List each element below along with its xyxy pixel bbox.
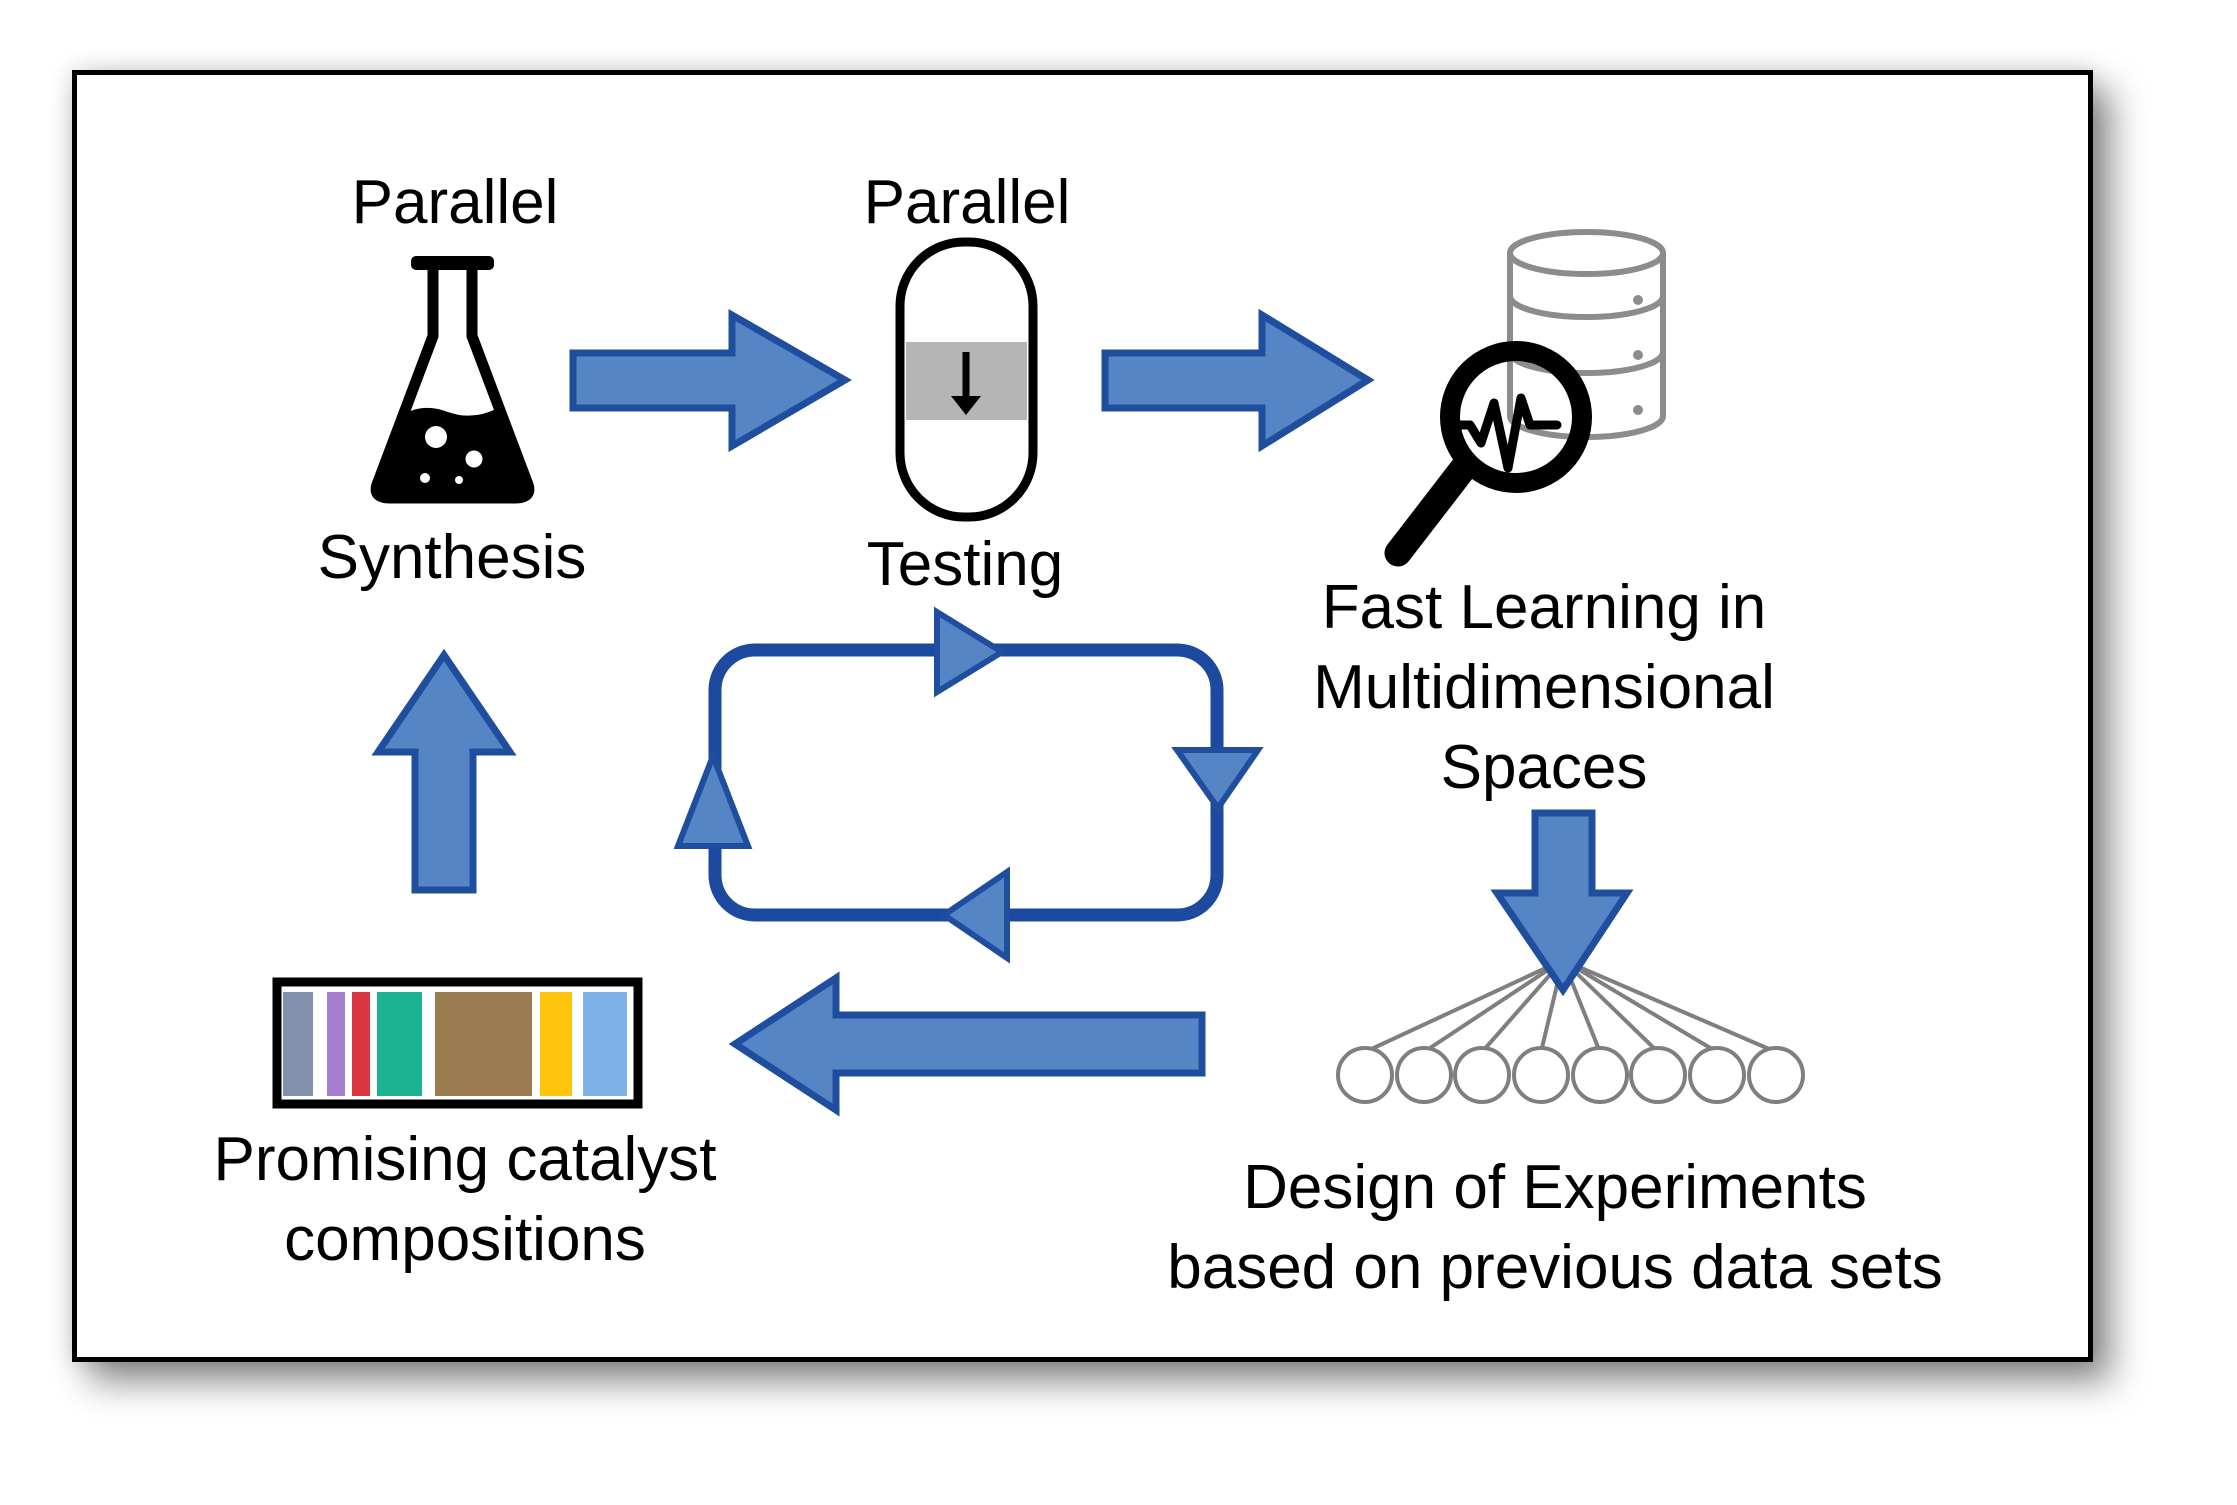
label-line: Design of Experiments	[1243, 1153, 1867, 1222]
magnifier-lens	[1440, 341, 1592, 493]
magnifier-handle	[1384, 456, 1476, 567]
label-line: Multidimensional	[1313, 653, 1775, 722]
fan-node	[1571, 1046, 1629, 1104]
arrow-doe-to-compositions	[728, 971, 1206, 1117]
label-promising-catalyst: Promising catalyst compositions	[145, 1120, 785, 1280]
flask-bubble	[420, 473, 430, 483]
fan-node	[1453, 1046, 1511, 1104]
pulse-waveform	[1447, 393, 1562, 473]
loop-track	[708, 643, 1224, 922]
flow-arrow-head	[951, 396, 981, 415]
flask-bubble	[465, 450, 483, 468]
database-dot	[1633, 405, 1643, 415]
loop-arrowhead-bottom	[938, 866, 1010, 964]
label-line: based on previous data sets	[1167, 1233, 1943, 1302]
label-line: compositions	[284, 1205, 646, 1274]
label-line: Spaces	[1440, 733, 1648, 802]
database-top	[1507, 229, 1666, 277]
strip-bar	[283, 992, 313, 1096]
experiment-fanout-icon	[1336, 809, 1805, 1104]
strip-bar	[327, 992, 345, 1096]
reactor-capsule-icon	[895, 237, 1038, 522]
fan-nodes	[1336, 1046, 1805, 1104]
fan-node	[1512, 1046, 1570, 1104]
label-synthesis: Synthesis	[317, 523, 587, 592]
database-separator	[1507, 351, 1666, 376]
strip-bar	[540, 992, 572, 1096]
strip-bar	[435, 992, 532, 1096]
fan-node	[1336, 1046, 1394, 1104]
arrow-compositions-to-synthesis	[371, 648, 517, 894]
catalyst-strip	[272, 977, 643, 1109]
loop-arrowhead-right	[1171, 747, 1264, 814]
label-parallel-synthesis: Parallel	[351, 168, 559, 237]
label-design-of-experiments: Design of Experiments based on previous …	[1105, 1148, 2005, 1308]
database-dot	[1633, 350, 1643, 360]
arrow-testing-to-learning	[1101, 308, 1375, 453]
loop-arrowhead-left	[673, 747, 753, 849]
capsule-outline	[895, 237, 1038, 522]
database-dot	[1633, 295, 1643, 305]
cycle-loop	[673, 606, 1264, 964]
fan-node	[1688, 1046, 1746, 1104]
arrow-synthesis-to-testing	[569, 308, 852, 453]
fan-node	[1629, 1046, 1687, 1104]
label-parallel-testing: Parallel	[863, 168, 1071, 237]
fan-node	[1747, 1046, 1805, 1104]
database-separator	[1507, 295, 1666, 320]
loop-arrowhead-top	[934, 606, 1008, 698]
strip-bar	[583, 992, 627, 1096]
strip-bar	[352, 992, 370, 1096]
label-fast-learning: Fast Learning in Multidimensional Spaces	[1264, 568, 1824, 808]
strip-bar	[377, 992, 422, 1096]
flask-lip	[411, 256, 494, 270]
magnifier-icon	[1384, 341, 1592, 567]
arrow-learning-to-doe	[1490, 809, 1634, 997]
fan-node	[1395, 1046, 1453, 1104]
flask-bubble	[455, 476, 463, 484]
label-testing: Testing	[866, 530, 1064, 599]
label-line: Fast Learning in	[1321, 573, 1767, 642]
flask-icon	[370, 256, 535, 504]
flask-liquid	[379, 407, 526, 494]
flask-bubble	[425, 426, 447, 448]
label-line: Promising catalyst	[213, 1125, 717, 1194]
